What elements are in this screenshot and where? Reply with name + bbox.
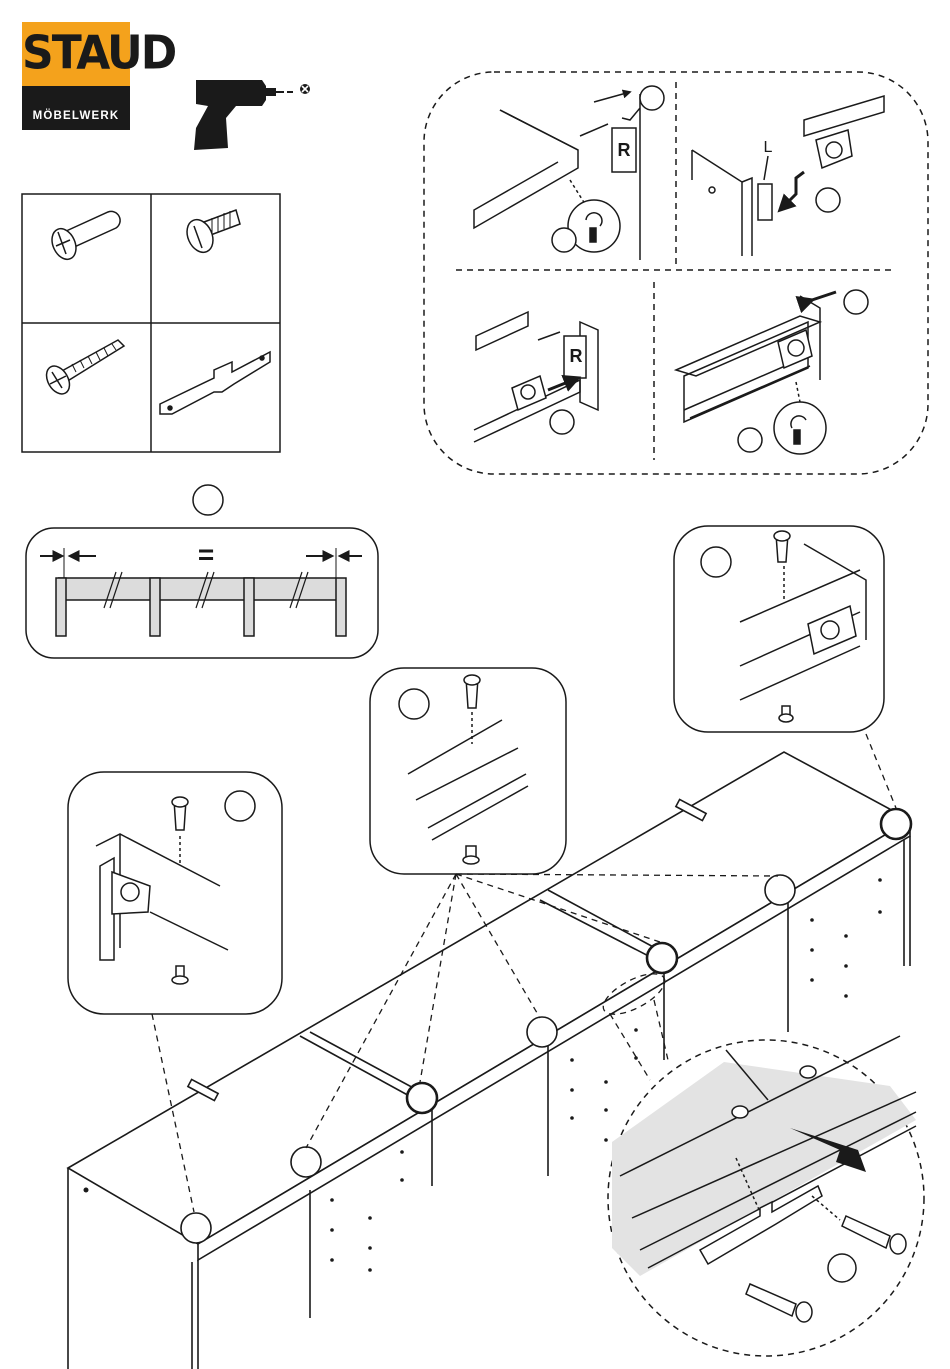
detail-step-2: L [692, 96, 884, 256]
left-side-letter: L [764, 139, 773, 156]
detail-callout-left [68, 772, 282, 1014]
detail-step-1: R [474, 86, 664, 260]
metal-bracket-icon [160, 352, 270, 414]
detail-panel [424, 72, 928, 474]
drill-icon [194, 80, 293, 150]
connector-bolt-icon [47, 211, 120, 263]
detail-callout-middle [370, 668, 566, 874]
spacing-detail: = [26, 485, 378, 658]
wood-screw-icon [42, 340, 124, 398]
connector-screw-icon [182, 210, 240, 256]
detail-step-4 [676, 290, 868, 454]
equal-sign: = [198, 539, 214, 570]
magnified-detail [608, 1036, 924, 1356]
right-side-letter: R [618, 140, 631, 160]
right-side-letter-2: R [570, 346, 583, 366]
detail-step-3: R [474, 312, 598, 442]
detail-callout-right [674, 526, 884, 732]
no-screw-icon [300, 84, 310, 94]
